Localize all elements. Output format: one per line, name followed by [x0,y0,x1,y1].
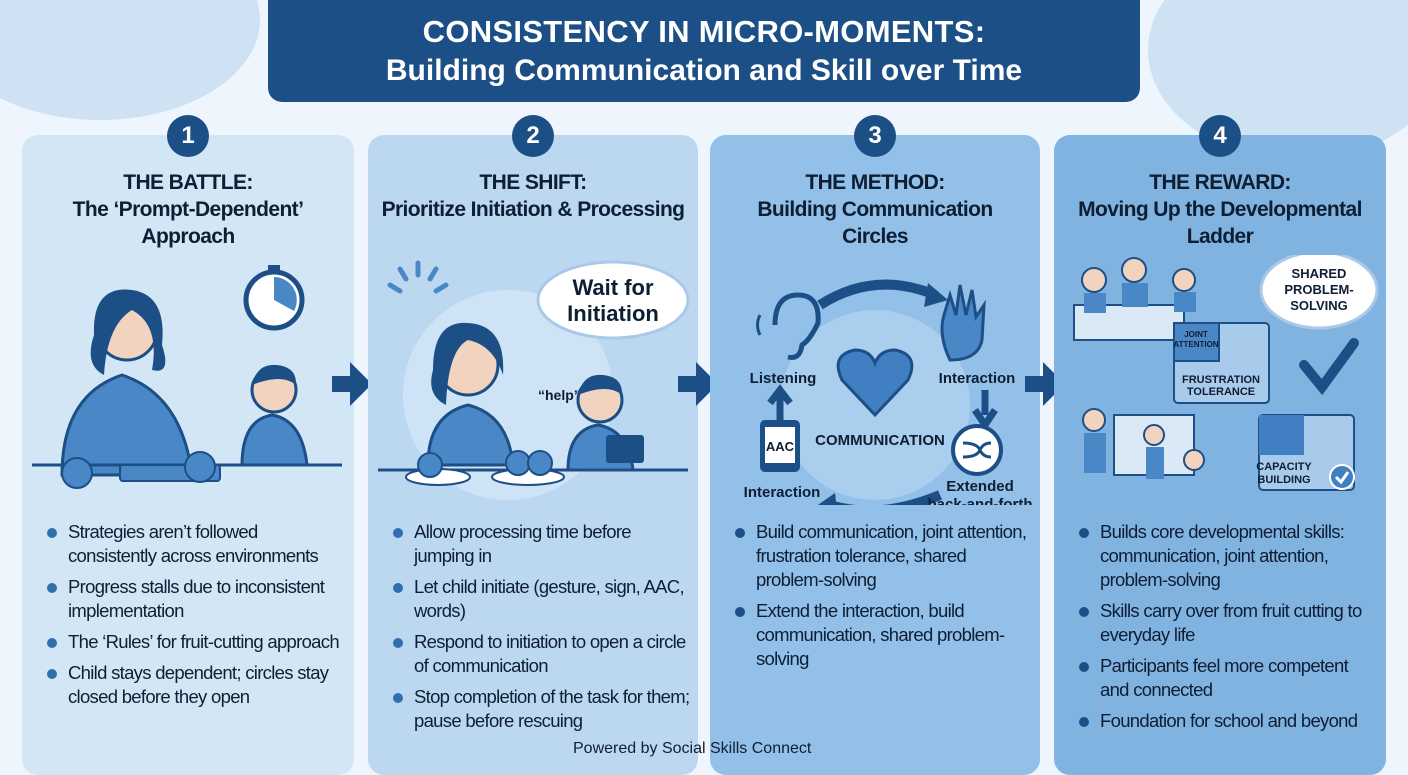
bullet-item: Extend the interaction, build communicat… [732,599,1032,671]
heading-line: The ‘Prompt-Dependent’ [72,198,304,221]
puzzle-capacity-building: CAPACITY BUILDING [1256,414,1355,491]
panel-the-battle: 1 THE BATTLE: The ‘Prompt-Dependent’ App… [22,115,354,775]
bullet-item: The ‘Rules’ for fruit-cutting approach [44,630,346,654]
cloud-bubble: SHARED PROBLEM- SOLVING [1259,255,1379,330]
parent-figure [426,322,515,467]
panel-heading: THE BATTLE: The ‘Prompt-Dependent’ Appro… [22,169,354,250]
speech-text: “help” [538,387,581,403]
cycle-arrow [817,279,937,310]
bubble-text: Initiation [567,301,659,326]
heading-line: THE SHIFT: [479,171,587,194]
bullet-item: Allow processing time before jumping in [390,520,690,568]
label-listening: Listening [750,370,817,387]
step-number: 3 [854,115,896,157]
panel-heading: THE REWARD: Moving Up the Developmental … [1054,169,1386,250]
stopwatch-icon [243,265,305,331]
bullet-item: Skills carry over from fruit cutting to … [1076,599,1378,647]
puzzle-text: FRUSTRATION [1182,374,1260,386]
heading-line: Prioritize Initiation & Processing [381,198,685,221]
label-extended: back-and-forth [928,496,1033,505]
puzzle-text: ATTENTION [1173,340,1218,349]
developmental-ladder-illustration: SHARED PROBLEM- SOLVING JOINT ATTENTION … [1073,255,1379,491]
step-number: 1 [167,115,209,157]
aac-label: AAC [766,439,795,454]
parent-figure [60,289,194,477]
heading-line: Approach [141,225,235,248]
heading-line: THE BATTLE: [123,171,253,194]
hand-icon [940,284,986,362]
aac-tablet-icon: AAC [760,420,800,472]
label-communication: COMMUNICATION [815,432,945,449]
loading-spinner-icon [387,260,449,294]
bullet-item: Let child initiate (gesture, sign, AAC, … [390,575,690,623]
communication-circle-diagram: Listening Interaction COMMUNICATION AAC … [744,279,1033,505]
arrow-right-icon [1025,362,1065,406]
label-interaction: Interaction [939,370,1016,387]
label-interaction: Interaction [744,484,821,501]
puzzle-text: JOINT [1184,330,1208,339]
check-badge-icon [1329,464,1355,490]
child-with-tablet [566,374,644,472]
page-title: CONSISTENCY IN MICRO-MOMENTS: [422,14,986,49]
ear-icon [756,292,821,360]
arrow-right-icon [678,362,718,406]
panel-the-method: 3 THE METHOD: Building Communication Cir… [710,115,1040,775]
bullet-item: Progress stalls due to inconsistent impl… [44,575,346,623]
arrow-right-icon [332,362,372,406]
bullet-item: Build communication, joint attention, fr… [732,520,1032,592]
bullet-item: Stop completion of the task for them; pa… [390,685,690,733]
powered-by-footer: Powered by Social Skills Connect [573,740,812,757]
heading-line: THE REWARD: [1149,171,1291,194]
bullet-item: Participants feel more competent and con… [1076,654,1378,702]
family-dinner-scene [1073,257,1196,341]
label-extended: Extended [946,478,1014,495]
heading-line: Ladder [1186,225,1254,248]
step-number: 2 [512,115,554,157]
cloud-text: SOLVING [1290,298,1348,313]
thought-bubble: Wait for Initiation [536,260,690,340]
panel-the-reward: 4 THE REWARD: Moving Up the Developmenta… [1054,115,1386,775]
heading-line: Building Communication [757,198,993,221]
fruit [61,457,93,489]
bullet-list: Builds core developmental skills: commun… [1076,520,1378,740]
panel-the-shift: 2 THE SHIFT: Prioritize Initiation & Pro… [368,115,698,775]
wait-for-initiation-illustration: Wait for Initiation “help” [378,260,690,500]
bullet-list: Allow processing time before jumping in … [390,520,690,740]
panel-heading: THE METHOD: Building Communication Circl… [710,169,1040,250]
parent-cutting-fruit-illustration [32,265,342,489]
child-figure [240,364,309,467]
panel-heading: THE SHIFT: Prioritize Initiation & Proce… [368,169,698,223]
checkmark-icon [1299,338,1359,396]
school-scene [1082,408,1205,479]
bullet-list: Strategies aren’t followed consistently … [44,520,346,716]
bullet-item: Respond to initiation to open a circle o… [390,630,690,678]
heading-line: Circles [842,225,908,248]
puzzle-joint-attention: JOINT ATTENTION FRUSTRATION TOLERANCE [1173,322,1270,404]
heading-line: Moving Up the Developmental [1078,198,1362,221]
heading-line: THE METHOD: [805,171,945,194]
fruit [184,451,216,483]
cloud-text: PROBLEM- [1284,282,1353,297]
bullet-item: Child stays dependent; circles stay clos… [44,661,346,709]
puzzle-text: TOLERANCE [1187,386,1255,398]
puzzle-text: CAPACITY [1256,461,1312,473]
puzzle-text: BUILDING [1257,474,1310,486]
bullet-item: Strategies aren’t followed consistently … [44,520,346,568]
bubble-text: Wait for [572,275,653,300]
cloud-text: SHARED [1292,266,1347,281]
bullet-item: Foundation for school and beyond [1076,709,1378,733]
step-number: 4 [1199,115,1241,157]
heart-icon [836,348,914,418]
background-decoration [0,0,260,120]
page-subtitle: Building Communication and Skill over Ti… [385,54,1023,87]
title-banner: CONSISTENCY IN MICRO-MOMENTS: Building C… [268,0,1140,102]
shuffle-icon [951,424,1003,476]
bullet-list: Build communication, joint attention, fr… [732,520,1032,678]
cycle-arrow [830,490,942,505]
bullet-item: Builds core developmental skills: commun… [1076,520,1378,592]
